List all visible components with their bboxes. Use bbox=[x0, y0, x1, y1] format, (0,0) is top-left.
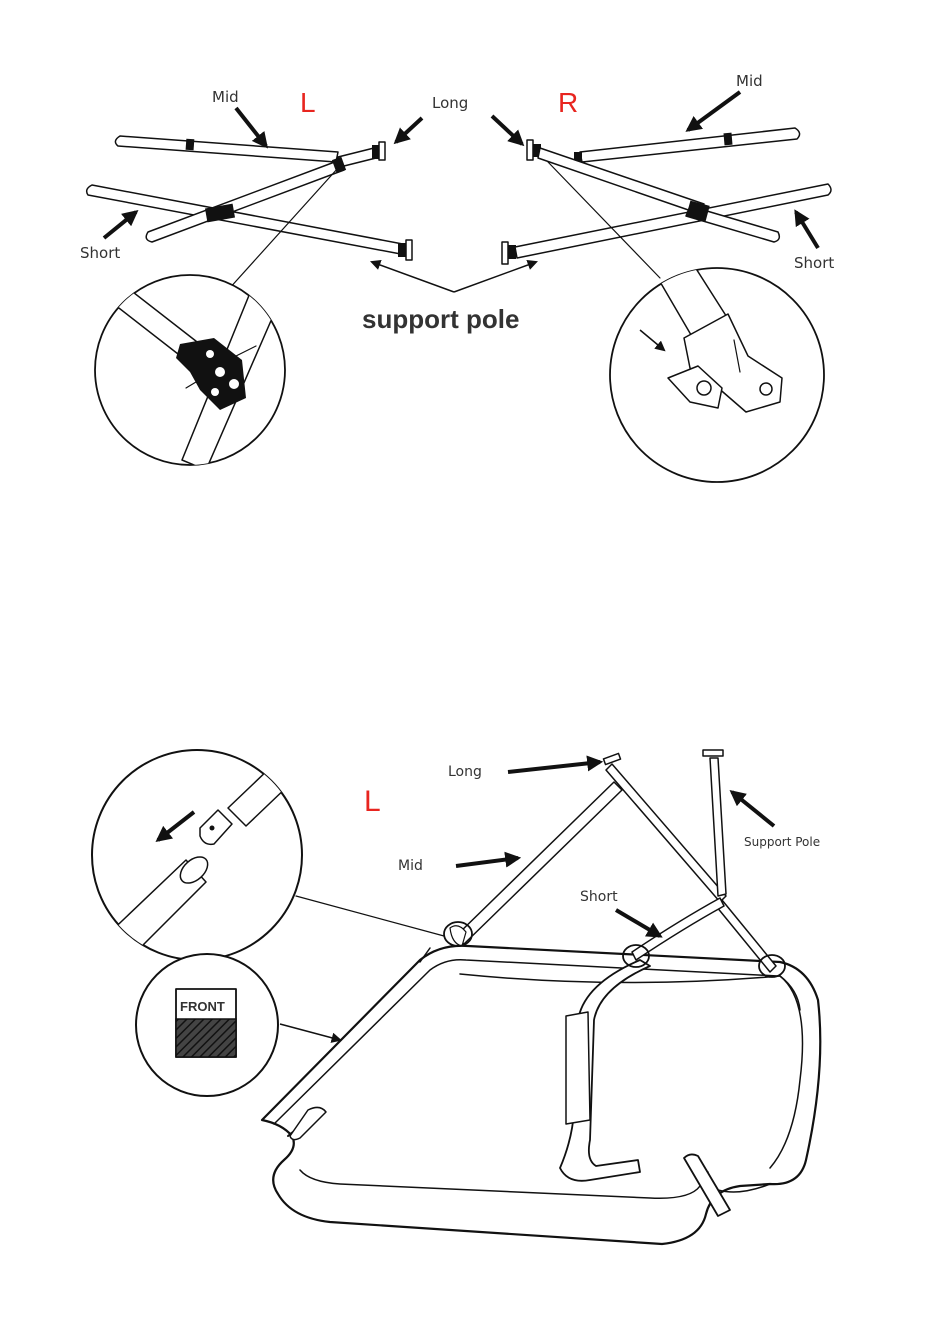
side-label-left: L bbox=[300, 87, 316, 118]
label-support-pole: support pole bbox=[362, 304, 519, 334]
right-frame bbox=[502, 128, 831, 482]
long-pole-left bbox=[338, 142, 385, 167]
bottom-diagram: L bbox=[92, 750, 820, 1244]
long-pole-bottom bbox=[603, 753, 776, 972]
hull-body bbox=[262, 946, 820, 1244]
front-badge-text: FRONT bbox=[180, 999, 225, 1014]
label-short-right: Short bbox=[794, 254, 834, 272]
label-mid-bottom: Mid bbox=[398, 858, 423, 874]
zoom-circle-pole-joint bbox=[92, 750, 444, 962]
label-short-bottom: Short bbox=[580, 889, 618, 905]
label-long: Long bbox=[432, 94, 468, 112]
top-diagram: Mid L Long R Mid Short Short support pol… bbox=[80, 72, 834, 482]
mid-pole-left bbox=[115, 136, 338, 162]
side-label-right: R bbox=[558, 87, 578, 118]
mid-pole-right bbox=[574, 128, 800, 164]
label-long-bottom: Long bbox=[448, 764, 482, 780]
side-label-bottom: L bbox=[364, 785, 381, 818]
label-mid-left: Mid bbox=[212, 88, 239, 106]
label-mid-right: Mid bbox=[736, 72, 763, 90]
left-frame bbox=[87, 136, 412, 470]
label-support-pole-bottom: Support Pole bbox=[744, 835, 820, 849]
zoom-circle-right bbox=[610, 256, 824, 482]
label-short-left: Short bbox=[80, 244, 120, 262]
zoom-circle-left bbox=[95, 275, 285, 470]
